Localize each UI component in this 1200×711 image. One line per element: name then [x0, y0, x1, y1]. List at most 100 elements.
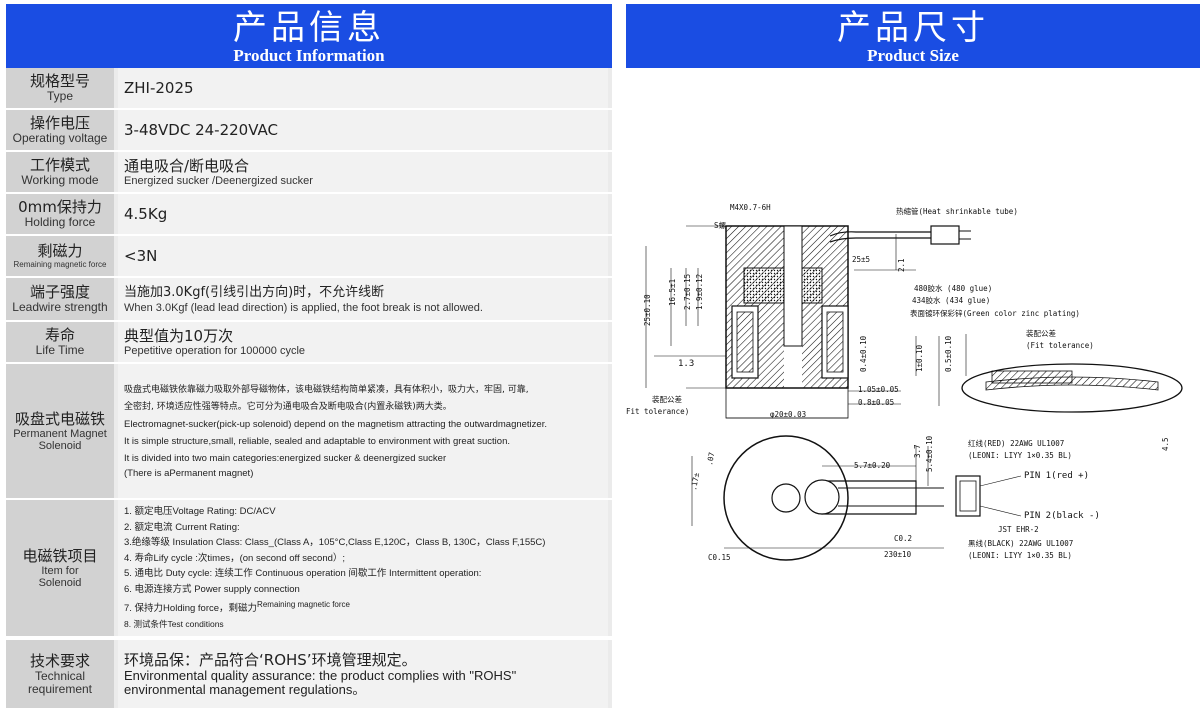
desc-line: Electromagnet-sucker(pick-up solenoid) d… [124, 418, 547, 430]
spec-row-holding-force: 0mm保持力 Holding force 4.5Kg [6, 194, 612, 234]
dim-5-7: 5.7±0.20 [854, 461, 891, 470]
dim-16-5: 16.5±1 [668, 279, 677, 306]
spec-label: 电磁铁项目 Item for Solenoid [6, 500, 114, 636]
dim-c0-15: C0.15 [708, 553, 731, 562]
value-text-zh: 环境品保：产品符合‘ROHS’环境管理规定。 [124, 651, 417, 669]
value-text: <3N [124, 247, 158, 265]
dim-0-4: 0.4±0.10 [859, 335, 868, 372]
desc-line: 吸盘式电磁铁依靠磁力吸取外部导磁物体，该电磁铁结构简单紧凑，具有体积小，吸力大，… [124, 384, 529, 395]
label-black-wire-spec: (LEONI: LIYY 1×0.35 BL) [968, 551, 1072, 560]
label-jst: JST EHR-2 [998, 525, 1039, 534]
value-text: 4.5Kg [124, 205, 168, 223]
spec-label: 剩磁力 Remaining magnetic force [6, 236, 114, 276]
label-en: Holding force [24, 215, 96, 229]
label-zh: 规格型号 [29, 72, 90, 90]
value-text-en: When 3.0Kgf (lead lead direction) is app… [124, 301, 483, 314]
value-text-zh: 当施加3.0Kgf(引线引出方向)时，不允许线断 [124, 284, 385, 300]
spec-row-technical-requirement: 技术要求 Technical requirement 环境品保：产品符合‘ROH… [6, 640, 612, 708]
product-info-header: 产品信息 Product Information [6, 4, 612, 68]
label-plating: 表面镀环保彩锌(Green color zinc plating) [910, 308, 1080, 318]
spec-value: 环境品保：产品符合‘ROHS’环境管理规定。 Environmental qua… [118, 640, 608, 708]
dim-4-5: 4.5 [1161, 437, 1170, 451]
value-text-en: Environmental quality assurance: the pro… [124, 668, 517, 683]
spec-label: 吸盘式电磁铁 Permanent Magnet Solenoid [6, 364, 114, 498]
label-en: Remaining magnetic force [13, 259, 107, 269]
dim-1-05: 1.05±0.05 [858, 385, 899, 394]
label-zh: 操作电压 [29, 114, 90, 132]
dim-5-4: 5.4±0.10 [925, 435, 934, 472]
spec-label: 端子强度 Leadwire strength [6, 278, 114, 320]
spec-label: 技术要求 Technical requirement [6, 640, 114, 708]
label-heat-tube: 热缩管(Heat shrinkable tube) [896, 206, 1018, 216]
label-en: Item for Solenoid [38, 564, 82, 589]
item-line-text: 7. 保持力Holding force，剩磁力 [124, 603, 258, 614]
section-view [645, 225, 971, 419]
dim-25-5: 25±5 [852, 255, 870, 264]
label-zh: 0mm保持力 [18, 198, 102, 216]
label-zh: 技术要求 [29, 651, 90, 670]
spec-value: 吸盘式电磁铁依靠磁力吸取外部导磁物体，该电磁铁结构简单紧凑，具有体积小，吸力大，… [118, 364, 608, 498]
label-fit-tolerance-left: 装配公差 [652, 394, 682, 404]
spec-value: 4.5Kg [118, 194, 608, 234]
spec-value: 典型值为10万次 Pepetitive operation for 100000… [118, 322, 608, 362]
item-line: 2. 额定电流 Current Rating: [124, 521, 240, 533]
dimension-drawing-svg: M4X0.7-6H S螺 热缩管(Heat shrinkable tube) 2… [626, 203, 1183, 562]
spec-row-voltage: 操作电压 Operating voltage 3-48VDC 24-220VAC [6, 110, 612, 150]
dim-17: .17± [689, 472, 701, 492]
value-text: 3-48VDC 24-220VAC [124, 121, 278, 139]
label-zh: 剩磁力 [37, 241, 83, 260]
dim-230: 230±10 [884, 550, 912, 559]
label-fit-tolerance-right: 装配公差 [1026, 328, 1056, 338]
dim-0-8: 0.8±0.05 [858, 398, 894, 407]
dim-1-9: 1.9±0.12 [695, 274, 704, 310]
product-size-header: 产品尺寸 Product Size [626, 4, 1200, 68]
value-text-en: Pepetitive operation for 100000 cycle [124, 344, 306, 357]
label-en: Life Time [35, 343, 85, 357]
label-fit-tolerance-left-en: Fit tolerance) [626, 407, 689, 416]
item-line: 4. 寿命Lify cycle :次times，(on second off s… [124, 552, 346, 564]
item-line: 5. 通电比 Duty cycle: 连续工作 Continuous opera… [124, 568, 482, 579]
spec-value: 3-48VDC 24-220VAC [118, 110, 608, 150]
value-text-zh: 典型值为10万次 [124, 326, 234, 345]
product-size-title-en: Product Size [867, 46, 959, 65]
spec-value: 1. 额定电压Voltage Rating: DC/ACV 2. 额定电流 Cu… [118, 500, 608, 636]
label-red-wire-spec: (LEONI: LIYY 1×0.35 BL) [968, 451, 1072, 460]
item-line-sup: Remaining magnetic force [257, 600, 350, 609]
item-line: 3.绝缘等级 Insulation Class: Class_(Class A，… [124, 537, 546, 548]
dim-height-25: 25±0.10 [643, 294, 652, 326]
item-line: 8. 测试条件Test conditions [124, 618, 224, 629]
label-glue-480: 480胶水 (480 glue) [914, 283, 992, 293]
spec-label: 规格型号 Type [6, 68, 114, 108]
dim-2-7: 2.7±0.15 [683, 274, 692, 310]
spec-value: ZHI-2025 [118, 68, 608, 108]
plan-view [691, 435, 1022, 561]
label-en: Working mode [21, 173, 99, 187]
item-line: 1. 额定电压Voltage Rating: DC/ACV [124, 506, 276, 517]
label-en: Leadwire strength [12, 300, 108, 314]
spec-label: 工作模式 Working mode [6, 152, 114, 192]
product-size-title-zh: 产品尺寸 [837, 8, 989, 48]
value-text-zh: 通电吸合/断电吸合 [124, 156, 250, 175]
dim-s-label: S螺 [714, 220, 727, 230]
label-en: Operating voltage [12, 131, 108, 145]
item-line: 7. 保持力Holding force，剩磁力Remaining magneti… [124, 597, 608, 617]
label-zh: 工作模式 [29, 156, 90, 174]
label-zh: 吸盘式电磁铁 [14, 409, 105, 428]
spec-row-type: 规格型号 Type ZHI-2025 [6, 68, 612, 108]
fit-tolerance-detail [938, 336, 1183, 413]
dim-3-7: 3.7 [913, 444, 922, 458]
desc-line: It is simple structure,small, reliable, … [124, 435, 511, 447]
spec-label: 操作电压 Operating voltage [6, 110, 114, 150]
technical-drawing: M4X0.7-6H S螺 热缩管(Heat shrinkable tube) 2… [626, 176, 1200, 572]
dim-c0-2: C0.2 [894, 534, 912, 543]
value-text: ZHI-2025 [124, 79, 194, 97]
label-red-wire: 红线(RED) 22AWG UL1007 [968, 438, 1064, 448]
item-line: 6. 电源连接方式 Power supply connection [124, 583, 300, 595]
label-en: Permanent Magnet Solenoid [13, 427, 107, 452]
dim-1-3: 1.3 [678, 359, 694, 369]
value-text-en: environmental management regulations。 [124, 682, 366, 697]
spec-value: <3N [118, 236, 608, 276]
label-black-wire: 黑线(BLACK) 22AWG UL1007 [968, 538, 1073, 548]
label-zh: 电磁铁项目 [22, 546, 98, 565]
dim-1-0-10: 1±0.10 [915, 344, 924, 372]
